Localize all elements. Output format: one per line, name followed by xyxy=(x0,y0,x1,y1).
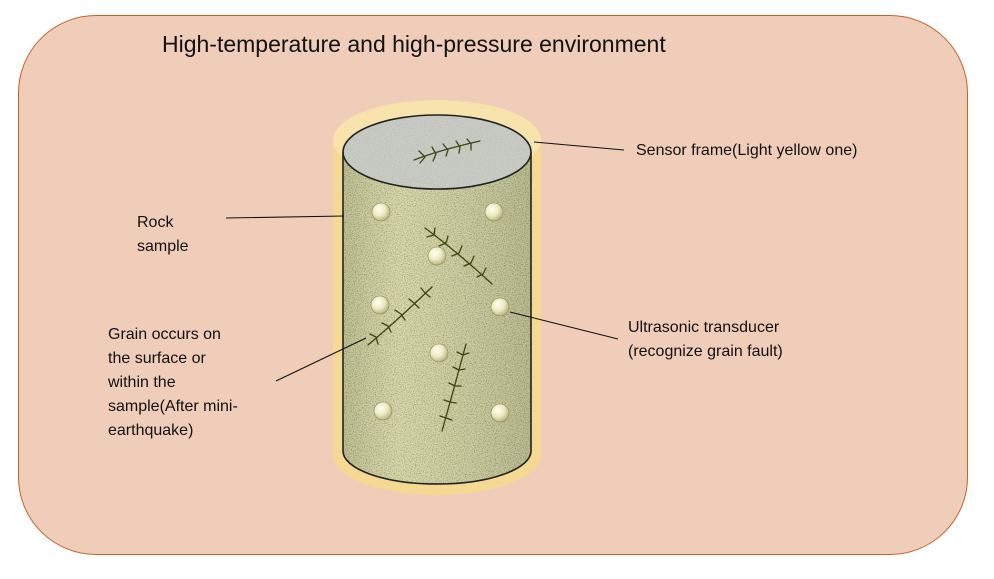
rock-sample-label: Rock sample xyxy=(137,211,189,259)
grain-label-line: the surface or xyxy=(108,350,206,367)
grain-faults xyxy=(367,138,493,432)
ultrasonic-leader-line xyxy=(509,311,619,340)
ultrasonic-label-line: (recognize grain fault) xyxy=(628,343,783,360)
grain-leader-line xyxy=(275,337,367,382)
transducer xyxy=(490,403,510,423)
transducer xyxy=(427,246,447,266)
transducer xyxy=(371,202,391,222)
diagram-title: High-temperature and high-pressure envir… xyxy=(162,31,666,57)
crack-diagonal xyxy=(367,286,433,346)
rock-sample-label-line: sample xyxy=(137,238,189,255)
transducer xyxy=(370,295,390,315)
transducer xyxy=(484,202,504,222)
grain-label-line: Grain occurs on xyxy=(108,326,221,343)
sensor-frame-label: Sensor frame(Light yellow one) xyxy=(636,142,858,159)
grain-label: Grain occurs on the surface or within th… xyxy=(108,323,238,443)
grain-label-line: sample(After mini- xyxy=(108,398,238,415)
transducer xyxy=(373,401,393,421)
sensor-frame-leader-line xyxy=(533,141,625,151)
rock-sample-label-line: Rock xyxy=(137,214,174,231)
rock-sample-leader-line xyxy=(225,215,345,219)
grain-label-line: earthquake) xyxy=(108,422,194,439)
transducer xyxy=(490,297,510,317)
ultrasonic-transducer-label: Ultrasonic transducer (recognize grain f… xyxy=(628,316,783,364)
ultrasonic-transducers xyxy=(370,202,510,423)
crack-upper xyxy=(424,227,493,285)
crack-lower xyxy=(439,343,470,432)
ultrasonic-label-line: Ultrasonic transducer xyxy=(628,319,780,336)
grain-label-line: within the xyxy=(108,374,176,391)
rock-sample-cylinder xyxy=(342,152,532,485)
transducer xyxy=(429,343,449,363)
crack-top xyxy=(413,138,481,164)
